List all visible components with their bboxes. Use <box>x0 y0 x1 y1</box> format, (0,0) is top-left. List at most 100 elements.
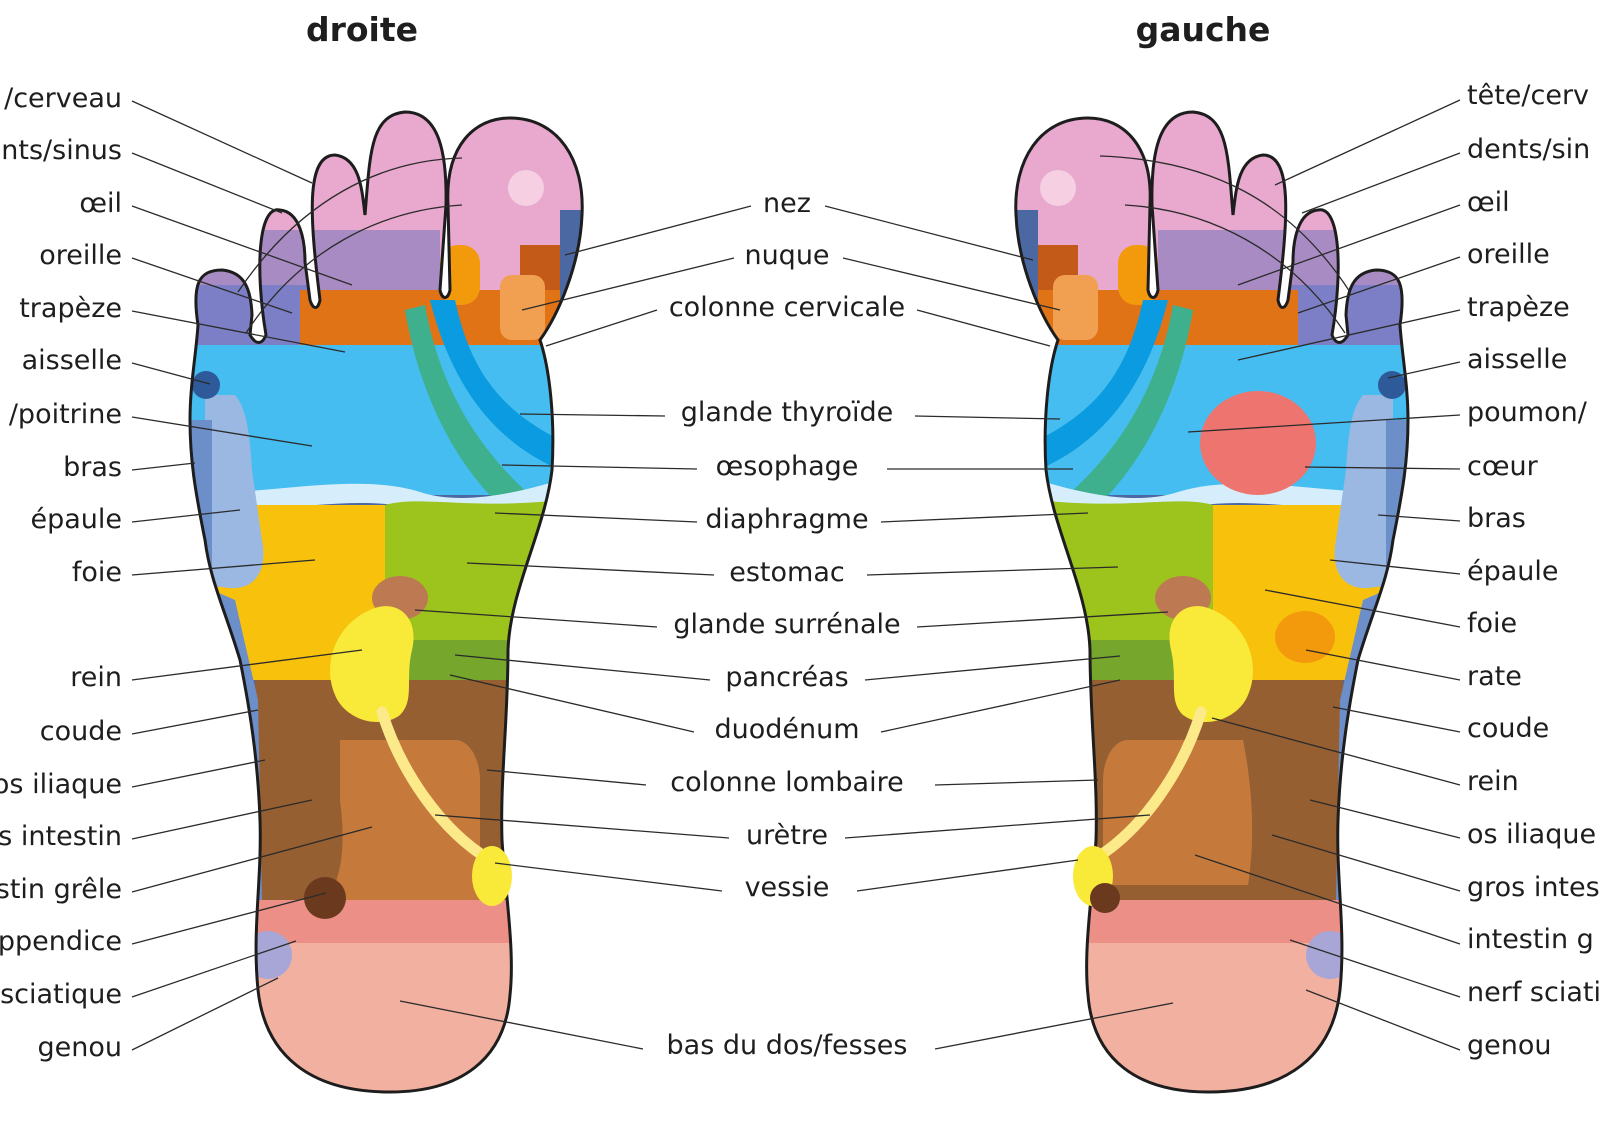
label-gros-intestin-r: gros intes <box>1467 872 1600 903</box>
leader-line <box>131 892 327 945</box>
leader-line <box>131 100 313 184</box>
inner-toe-arc-2 <box>245 204 463 334</box>
leader-line <box>131 462 196 471</box>
label-vessie: vessie <box>745 872 830 903</box>
label-gros-intestin: s intestin <box>0 821 122 852</box>
label-nez: nez <box>763 188 811 219</box>
pelvis-band <box>1038 900 1398 948</box>
label-rein: rein <box>70 662 122 693</box>
leader-line <box>131 799 313 840</box>
left-foot <box>1014 110 1410 1094</box>
armpit-dot <box>1378 371 1406 399</box>
kidney <box>1169 606 1253 723</box>
right-foot-outline <box>188 110 584 1094</box>
leader-line <box>131 416 313 447</box>
label-oeil-r: œil <box>1467 187 1510 218</box>
label-coude-r: coude <box>1467 713 1549 744</box>
label-bras: bras <box>63 452 122 483</box>
label-nuque: nuque <box>744 240 829 271</box>
label-epaule-r: épaule <box>1467 556 1559 587</box>
sciatic-knee-zone <box>244 931 292 979</box>
leader-line <box>494 862 723 892</box>
leader-line <box>1211 717 1461 786</box>
title-left-foot: gauche <box>1136 10 1271 49</box>
leader-line <box>1329 559 1461 575</box>
cervical-zone <box>500 275 545 340</box>
label-pancreas: pancréas <box>725 662 848 693</box>
leader-line <box>1264 589 1461 628</box>
thyroid-band <box>1038 300 1168 470</box>
label-oreille: oreille <box>39 240 122 271</box>
leader-line <box>934 779 1099 786</box>
leader-line <box>519 413 666 417</box>
big-toe-highlight <box>1040 170 1076 206</box>
leader-line <box>880 679 1121 733</box>
stomach-zone-green <box>385 500 560 645</box>
spleen <box>1275 611 1335 663</box>
leader-line <box>466 562 715 576</box>
label-estomac: estomac <box>729 557 844 588</box>
label-coude: coude <box>40 716 122 747</box>
label-dents-sinus: nts/sinus <box>1 135 122 166</box>
leader-line <box>1332 706 1461 733</box>
label-rate-r: rate <box>1467 661 1522 692</box>
leader-line <box>434 814 730 839</box>
label-nerf-sciatique-r: nerf sciati <box>1467 977 1600 1008</box>
label-coeur-r: cœur <box>1467 451 1539 482</box>
leader-line <box>844 814 1151 839</box>
heart <box>1200 391 1316 495</box>
label-colonne-cervicale: colonne cervicale <box>669 292 905 323</box>
leader-line <box>131 759 266 788</box>
appendix-dot <box>304 877 346 919</box>
label-genou: genou <box>38 1032 123 1063</box>
cervical-zone <box>1053 275 1098 340</box>
leader-line <box>449 674 695 733</box>
leader-line <box>131 826 373 893</box>
left-foot-outline <box>1014 110 1410 1094</box>
label-oeil: œil <box>79 188 122 219</box>
leader-line <box>1289 939 1461 998</box>
label-genou-r: genou <box>1467 1030 1552 1061</box>
leader-line <box>454 654 711 681</box>
labels-center-column: nez nuque colonne cervicale glande thyro… <box>667 188 908 1061</box>
leader-line <box>545 309 658 347</box>
leader-line <box>131 940 297 998</box>
leader-line <box>856 859 1079 892</box>
leader-line <box>1305 989 1461 1051</box>
right-foot <box>188 110 584 1094</box>
title-right-foot: droite <box>306 10 418 49</box>
leader-line <box>501 464 698 470</box>
leader-line <box>131 257 293 314</box>
label-aisselle-r: aisselle <box>1467 344 1567 375</box>
labels-left-column: /cerveau nts/sinus œil oreille trapèze a… <box>0 83 122 1063</box>
armpit-dot <box>192 371 220 399</box>
label-trapeze: trapèze <box>19 293 122 324</box>
leader-line <box>1274 99 1461 186</box>
leader-line <box>131 362 211 385</box>
label-uretre: urètre <box>746 820 828 851</box>
leader-line <box>131 152 283 214</box>
leader-lines <box>131 99 1461 1051</box>
leader-line <box>866 566 1119 576</box>
leader-line <box>414 609 658 628</box>
label-nerf-sciatique: sciatique <box>0 979 122 1010</box>
label-foie-r: foie <box>1467 608 1517 639</box>
leader-line <box>934 1002 1174 1050</box>
leader-line <box>131 977 279 1051</box>
leader-line <box>131 559 316 576</box>
sciatic-knee-zone <box>1306 931 1354 979</box>
leader-line <box>521 257 735 311</box>
label-appendice: ppendice <box>0 926 122 957</box>
leader-line <box>1304 466 1461 470</box>
small-intestine-zone <box>320 740 480 910</box>
leader-line <box>1305 649 1461 681</box>
leader-line <box>131 649 363 681</box>
leader-line <box>1271 834 1461 892</box>
leader-line <box>1237 204 1461 286</box>
bladder <box>472 846 512 906</box>
leader-line <box>842 257 1061 311</box>
arm-shoulder-strip <box>1334 395 1393 589</box>
leader-line <box>399 1000 644 1050</box>
leader-line <box>1297 256 1461 314</box>
